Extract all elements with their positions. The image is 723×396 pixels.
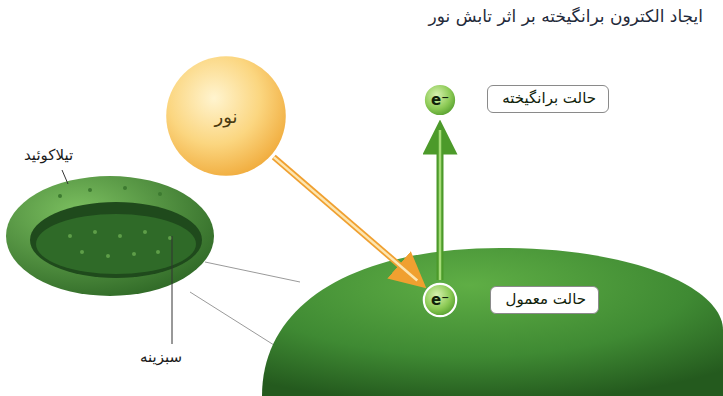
light-arrow (274, 157, 417, 280)
thylakoid-surface (262, 248, 723, 396)
electron: e⁻ (422, 282, 458, 318)
electron: e⁻ (422, 82, 458, 118)
part-label: سبزینه (140, 348, 182, 366)
leader-line (62, 170, 68, 184)
state-text: حالت برانگیخته (500, 89, 596, 107)
state-label: حالت برانگیخته (487, 85, 609, 113)
zoom-line (205, 262, 300, 282)
leader-line (172, 236, 173, 344)
state-label: حالت معمول (490, 286, 599, 314)
excitation-arrow (440, 130, 441, 280)
zoom-line (190, 292, 285, 352)
sun-label: نور (214, 106, 237, 127)
electron-symbol: e⁻ (431, 291, 449, 309)
diagram-title: ایجاد الکترون برانگیخته بر اثر تابش نور (429, 6, 703, 26)
thylakoid-disc (6, 176, 214, 296)
electron-symbol: e⁻ (431, 91, 449, 109)
state-text: حالت معمول (503, 290, 586, 308)
part-label: تیلاکوئید (24, 146, 73, 164)
light-source: نور (165, 55, 287, 177)
